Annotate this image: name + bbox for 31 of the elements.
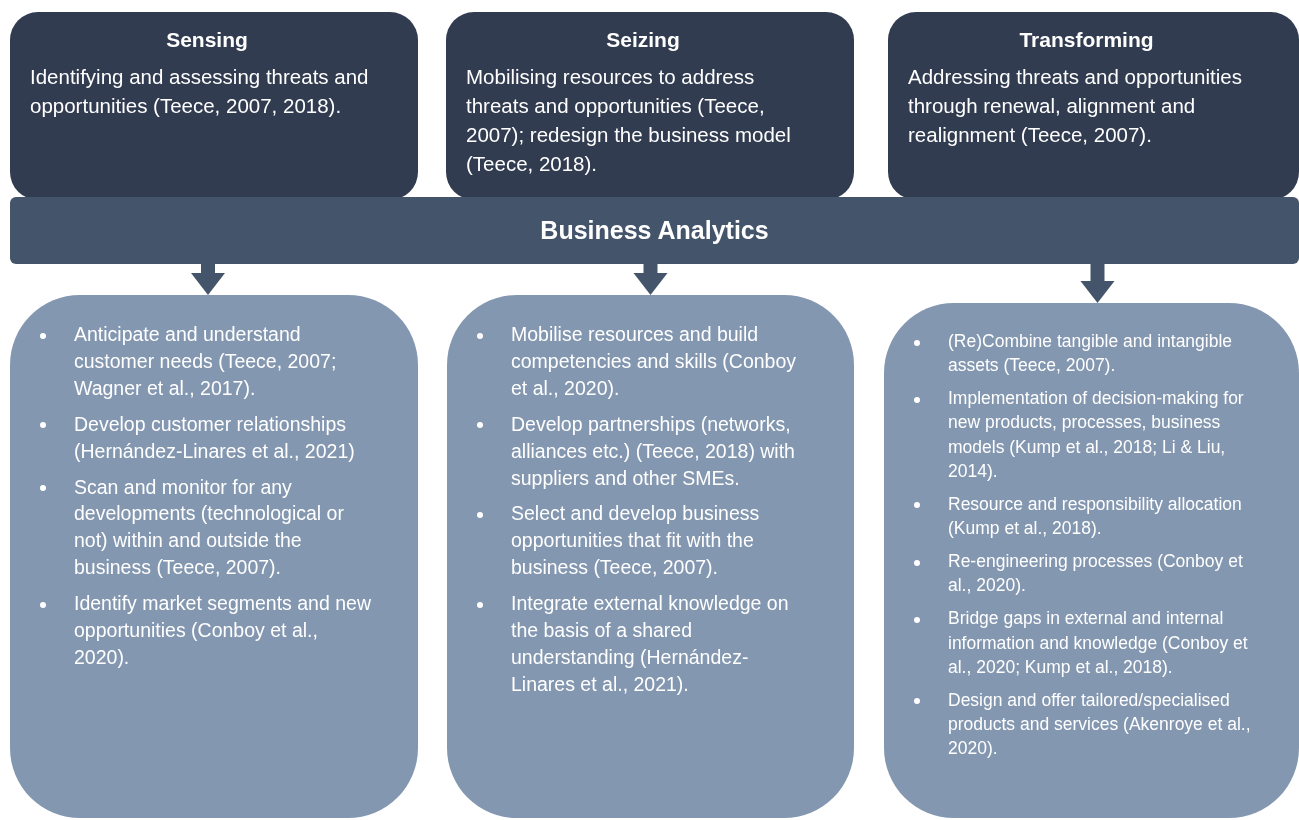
bullet-text: Develop partnerships (networks, alliances etc.) (Teece, 2018) with suppliers and other SMEs. <box>511 412 795 489</box>
heading-box <box>10 12 418 200</box>
box-heading: Seizing <box>605 28 681 52</box>
bullet-text: Re-engineering processes (Conboy et al., 2020). <box>948 551 1243 596</box>
list-panel <box>884 303 1299 818</box>
bullet-text: Design and offer tailored/specialised products and services (Akenroye et al., 2020). <box>948 689 1251 759</box>
box-description: Identifying and assessing threats and opportunities (Teece, 2007, 2018). <box>30 64 370 119</box>
bullet-text: Resource and responsibility allocation (Kump et al., 2018). <box>948 493 1242 538</box>
bullet-text: Anticipate and understand customer needs (Teece, 2007; Wagner et al., 2017). <box>74 323 337 399</box>
list-panel <box>10 295 418 818</box>
bullet-text: Integrate external knowledge on the basis of a shared understanding (Hernández-Linares et al., 2021). <box>511 592 789 695</box>
heading-box <box>888 12 1299 200</box>
bullet-text: (Re)Combine tangible and intangible assets (Teece, 2007). <box>948 331 1233 376</box>
bullet-text: Mobilise resources and build competencies and skills (Conboy et al., 2020). <box>511 323 797 399</box>
bullet-text: Develop customer relationships (Hernández-Linares et al., 2021) <box>74 412 355 462</box>
banner-bar <box>10 197 1299 264</box>
bullet-text: Select and develop business opportunities that fit with the business (Teece, 2007). <box>511 502 760 579</box>
banner-title: Business Analytics <box>540 216 769 245</box>
box-description: Addressing threats and opportunities through renewal, alignment and realignment (Teece, 2007). <box>908 64 1243 148</box>
bullet-text: Identify market segments and new opportunities (Conboy et al., 2020). <box>74 592 371 668</box>
bullet-text: Scan and monitor for any developments (technological or not) within and outside the business (Teece, 2007). <box>74 475 344 579</box>
bullet-text: Bridge gaps in external and internal information and knowledge (Conboy et al., 2020; Kump et al., 2018). <box>948 608 1248 677</box>
list-panel <box>447 295 854 818</box>
box-heading: Transforming <box>1018 28 1155 52</box>
down-arrow <box>633 264 668 295</box>
down-arrow <box>191 264 225 295</box>
box-description: Mobilising resources to address threats and opportunities (Teece, 2007); redesign the business model (Teece, 2018). <box>466 64 792 177</box>
bullet-text: Implementation of decision-making for new products, processes, business models (Kump et al., 2018; Li & Liu, 2014). <box>948 388 1244 481</box>
down-arrow <box>1080 264 1115 303</box>
box-heading: Sensing <box>165 28 249 52</box>
heading-box <box>446 12 854 200</box>
